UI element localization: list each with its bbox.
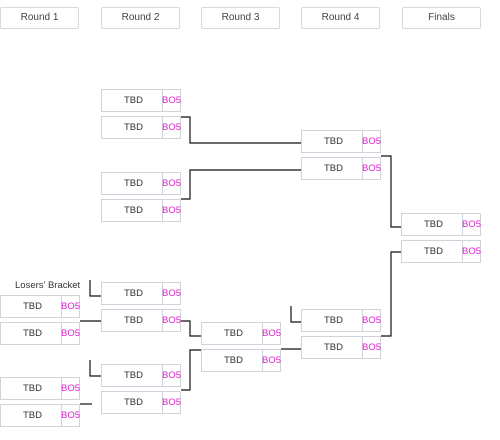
match-slot[interactable]: TBD BO5 (301, 336, 381, 359)
match-finals[interactable]: TBD BO5 TBD BO5 (401, 213, 481, 263)
format-badge: BO5 (162, 90, 181, 111)
match-r2-4[interactable]: TBD BO5 TBD BO5 (101, 364, 181, 414)
format-badge: BO5 (362, 310, 381, 331)
match-slot[interactable]: TBD BO5 (0, 295, 80, 318)
team-name: TBD (124, 205, 143, 216)
format-badge: BO5 (61, 323, 80, 344)
match-r1-1[interactable]: TBD BO5 TBD BO5 (0, 295, 80, 345)
team-name: TBD (124, 315, 143, 326)
team-name: TBD (224, 355, 243, 366)
match-slot[interactable]: TBD BO5 (101, 116, 181, 139)
format-badge: BO5 (162, 365, 181, 386)
team-name: TBD (224, 328, 243, 339)
team-name: TBD (124, 370, 143, 381)
format-badge: BO5 (162, 200, 181, 221)
format-badge: BO5 (162, 310, 181, 331)
match-r4-2[interactable]: TBD BO5 TBD BO5 (301, 309, 381, 359)
match-slot[interactable]: TBD BO5 (101, 309, 181, 332)
team-name: TBD (124, 95, 143, 106)
match-slot[interactable]: TBD BO5 (301, 157, 381, 180)
match-slot[interactable]: TBD BO5 (0, 404, 80, 427)
match-r4-1[interactable]: TBD BO5 TBD BO5 (301, 130, 381, 180)
round-header-3: Round 3 (201, 7, 280, 29)
connector-r2a-r4a (181, 116, 301, 144)
match-slot[interactable]: TBD BO5 (201, 322, 281, 345)
connector-r4a-finals (381, 155, 401, 228)
connector-in-r4b (290, 306, 301, 323)
format-badge: BO5 (162, 117, 181, 138)
connector-r2d-r3 (181, 349, 201, 391)
match-slot[interactable]: TBD BO5 (101, 282, 181, 305)
team-name: TBD (23, 410, 42, 421)
connector-in-r2d (89, 360, 101, 377)
team-name: TBD (124, 122, 143, 133)
team-name: TBD (324, 342, 343, 353)
team-name: TBD (324, 315, 343, 326)
match-slot[interactable]: TBD BO5 (101, 391, 181, 414)
team-name: TBD (23, 383, 42, 394)
round-header-4: Round 4 (301, 7, 380, 29)
team-name: TBD (324, 163, 343, 174)
format-badge: BO5 (61, 296, 80, 317)
team-name: TBD (424, 219, 443, 230)
team-name: TBD (424, 246, 443, 257)
round-header-1: Round 1 (0, 7, 79, 29)
format-badge: BO5 (162, 283, 181, 304)
format-badge: BO5 (262, 350, 281, 371)
round-header-finals: Finals (402, 7, 481, 29)
team-name: TBD (23, 328, 42, 339)
match-slot[interactable]: TBD BO5 (101, 89, 181, 112)
team-name: TBD (124, 397, 143, 408)
connector-r2b-r4a (181, 169, 301, 200)
format-badge: BO5 (61, 378, 80, 399)
match-r3-1[interactable]: TBD BO5 TBD BO5 (201, 322, 281, 372)
format-badge: BO5 (262, 323, 281, 344)
format-badge: BO5 (162, 392, 181, 413)
round-header-2: Round 2 (101, 7, 180, 29)
match-slot[interactable]: TBD BO5 (0, 322, 80, 345)
match-slot[interactable]: TBD BO5 (301, 309, 381, 332)
team-name: TBD (324, 136, 343, 147)
match-slot[interactable]: TBD BO5 (301, 130, 381, 153)
match-r1-2[interactable]: TBD BO5 TBD BO5 (0, 377, 80, 427)
match-slot[interactable]: TBD BO5 (401, 240, 481, 263)
format-badge: BO5 (462, 241, 481, 262)
format-badge: BO5 (362, 337, 381, 358)
team-name: TBD (124, 178, 143, 189)
format-badge: BO5 (462, 214, 481, 235)
match-slot[interactable]: TBD BO5 (101, 199, 181, 222)
match-slot[interactable]: TBD BO5 (0, 377, 80, 400)
match-r2-2[interactable]: TBD BO5 TBD BO5 (101, 172, 181, 222)
match-slot[interactable]: TBD BO5 (101, 364, 181, 387)
format-badge: BO5 (362, 131, 381, 152)
match-slot[interactable]: TBD BO5 (201, 349, 281, 372)
match-slot[interactable]: TBD BO5 (401, 213, 481, 236)
format-badge: BO5 (61, 405, 80, 426)
connector-r4b-finals (381, 251, 401, 337)
match-r2-3[interactable]: TBD BO5 TBD BO5 (101, 282, 181, 332)
team-name: TBD (23, 301, 42, 312)
match-slot[interactable]: TBD BO5 (101, 172, 181, 195)
team-name: TBD (124, 288, 143, 299)
connector-r2c-r3 (181, 320, 201, 337)
match-r2-1[interactable]: TBD BO5 TBD BO5 (101, 89, 181, 139)
format-badge: BO5 (162, 173, 181, 194)
losers-bracket-label: Losers' Bracket (15, 280, 81, 291)
format-badge: BO5 (362, 158, 381, 179)
connector-in-r2c (89, 280, 101, 297)
